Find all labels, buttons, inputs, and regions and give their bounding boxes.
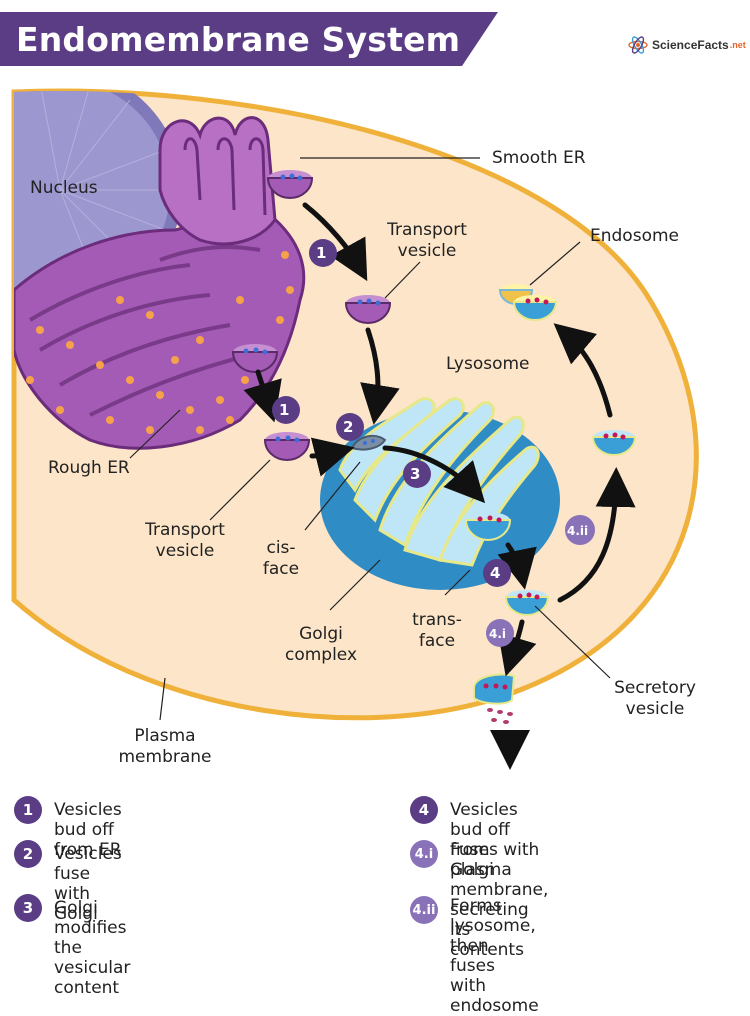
arrow-3 bbox=[382, 445, 486, 504]
arrow-to-cis bbox=[309, 437, 355, 477]
legend-text-4: Vesicles bud off from Golgi bbox=[450, 800, 518, 880]
legend-badge-4ii: 4.ii bbox=[410, 896, 438, 924]
label-trans-face-2: face bbox=[418, 631, 456, 651]
arrow-2 bbox=[360, 327, 400, 425]
leader-lines bbox=[129, 157, 611, 721]
legend-item-4i: 4.i Fuses with plasma membrane,secreting… bbox=[410, 840, 548, 960]
badge-4i: 4.i bbox=[489, 627, 507, 641]
label-nucleus: Nucleus bbox=[30, 178, 98, 198]
atom-icon bbox=[628, 36, 648, 54]
legend-item-2: 2 Vesicles fuse with Golgi bbox=[14, 840, 122, 924]
exocytosis-vesicle bbox=[473, 673, 516, 724]
brand-suffix: .net bbox=[729, 40, 746, 50]
arrow-4ii bbox=[557, 467, 636, 603]
label-transport-vesicle-top-2: vesicle bbox=[397, 241, 457, 261]
label-plasma-membrane-1: Plasma bbox=[134, 726, 196, 746]
vesicle-trans-face bbox=[464, 512, 512, 541]
vesicle-smooth-er bbox=[266, 170, 314, 199]
arrow-1-bottom bbox=[243, 369, 282, 423]
brand-logo: ScienceFacts.net bbox=[628, 34, 746, 56]
label-cis-face-1: cis- bbox=[266, 538, 296, 558]
legend-text-1: Vesicles bud off from ER bbox=[54, 800, 122, 860]
lysosome bbox=[591, 430, 637, 456]
transport-vesicle-top bbox=[344, 295, 392, 324]
label-transport-vesicle-bottom-2: vesicle bbox=[155, 541, 215, 561]
vesicle-cis-face bbox=[350, 434, 387, 451]
secretory-vesicle bbox=[504, 590, 550, 616]
legend-item-1: 1 Vesicles bud off from ER bbox=[14, 796, 122, 860]
badge-1-top: 1 bbox=[316, 244, 327, 262]
label-golgi-complex-2: complex bbox=[284, 645, 358, 665]
arrow-to-endosome bbox=[553, 323, 613, 418]
page-title: Endomembrane System bbox=[16, 20, 461, 59]
brand-name: ScienceFacts bbox=[652, 38, 729, 52]
arrow-1-top bbox=[302, 202, 368, 282]
cell-diagram bbox=[11, 88, 699, 770]
badge-2: 2 bbox=[343, 418, 354, 436]
label-transport-vesicle-top-1: Transport bbox=[387, 220, 467, 240]
label-trans-face-1: trans- bbox=[412, 610, 462, 630]
rough-er bbox=[14, 208, 306, 450]
label-cis-face-2: face bbox=[262, 559, 300, 579]
arrow-4 bbox=[497, 542, 537, 590]
legend-badge-4: 4 bbox=[410, 796, 438, 824]
badge-1-bottom: 1 bbox=[279, 401, 290, 419]
legend-text-2: Vesicles fuse with Golgi bbox=[54, 844, 122, 924]
pathway-arrows bbox=[243, 202, 636, 770]
label-transport-vesicle-bottom-1: Transport bbox=[145, 520, 225, 540]
badge-4: 4 bbox=[490, 564, 501, 582]
legend-text-4i: Fuses with plasma membrane,secreting its… bbox=[450, 840, 549, 960]
badge-3: 3 bbox=[410, 465, 421, 483]
legend-badge-3: 3 bbox=[14, 894, 42, 922]
transport-vesicle-bottom bbox=[263, 432, 311, 461]
arrow-4i bbox=[498, 619, 537, 677]
golgi-complex bbox=[320, 397, 560, 590]
step-badges bbox=[272, 239, 595, 647]
label-secretory-vesicle-1: Secretory bbox=[614, 678, 696, 698]
title-banner: Endomembrane System bbox=[0, 8, 510, 66]
smooth-er bbox=[158, 116, 277, 246]
label-rough-er: Rough ER bbox=[48, 458, 130, 478]
legend-badge-2: 2 bbox=[14, 840, 42, 868]
label-golgi-complex-1: Golgi bbox=[299, 624, 343, 644]
label-lysosome: Lysosome bbox=[446, 354, 530, 374]
label-plasma-membrane-2: membrane bbox=[118, 747, 212, 767]
legend-badge-1: 1 bbox=[14, 796, 42, 824]
title-banner-shape bbox=[0, 12, 498, 66]
label-smooth-er: Smooth ER bbox=[492, 148, 586, 168]
label-secretory-vesicle-2: vesicle bbox=[625, 699, 685, 719]
endosome bbox=[498, 284, 558, 321]
badge-4ii: 4.ii bbox=[567, 524, 589, 538]
legend-item-4: 4 Vesicles bud off from Golgi bbox=[410, 796, 518, 880]
label-endosome: Endosome bbox=[590, 226, 679, 246]
legend-badge-4i: 4.i bbox=[410, 840, 438, 868]
